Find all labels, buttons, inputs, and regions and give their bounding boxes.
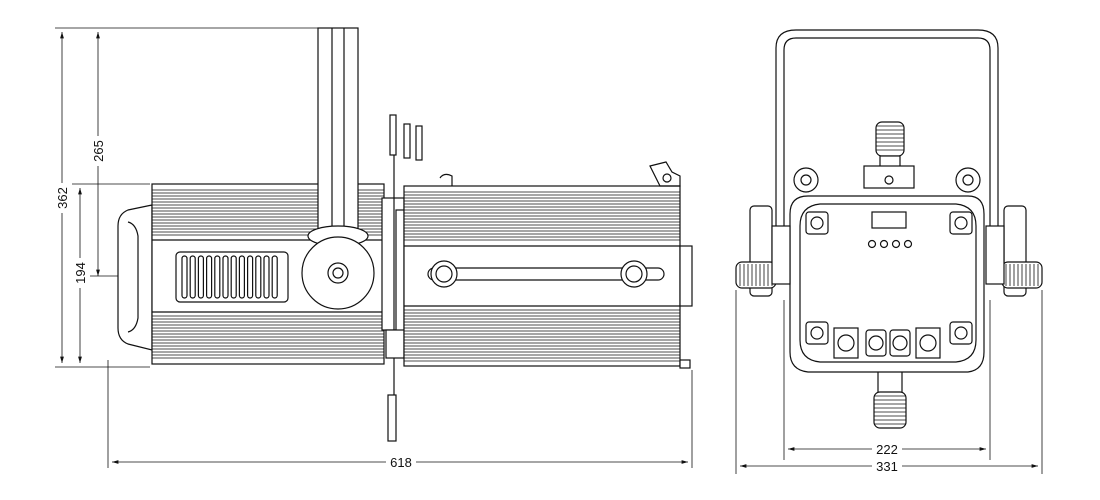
yoke-arm (301, 27, 375, 310)
xlr-connector-icon (889, 329, 911, 357)
dim-label-yoke-height: 265 (91, 140, 106, 162)
dim-label-total-width: 331 (876, 459, 898, 474)
right-tilt-lock (985, 205, 1043, 297)
dim-label-total-length: 618 (390, 455, 412, 470)
dim-yoke-height: 265 (90, 31, 300, 277)
button-icon (867, 239, 877, 249)
control-buttons (867, 239, 913, 249)
bottom-handle (873, 365, 907, 429)
rear-view: 222 331 (735, 29, 1043, 475)
left-tilt-lock (735, 205, 791, 297)
rear-cap (117, 204, 153, 351)
dim-label-body-height: 194 (73, 262, 88, 284)
dim-label-total-height: 362 (55, 187, 70, 209)
dim-label-yoke-width: 222 (876, 442, 898, 457)
button-icon (903, 239, 913, 249)
button-icon (879, 239, 889, 249)
front-body (403, 161, 693, 369)
side-view: 362 265 194 618 (54, 27, 693, 471)
dim-total-length: 618 (107, 360, 693, 471)
corner-knobs (805, 211, 973, 345)
dim-total-height: 362 (54, 27, 318, 368)
top-handle (863, 121, 915, 189)
connector-panel (833, 327, 941, 359)
xlr-connector-icon (865, 329, 887, 357)
display-icon (871, 211, 907, 229)
button-icon (891, 239, 901, 249)
dim-body-height: 194 (72, 183, 150, 363)
dim-yoke-width: 222 (783, 300, 991, 460)
dim-total-width: 331 (735, 290, 1043, 475)
